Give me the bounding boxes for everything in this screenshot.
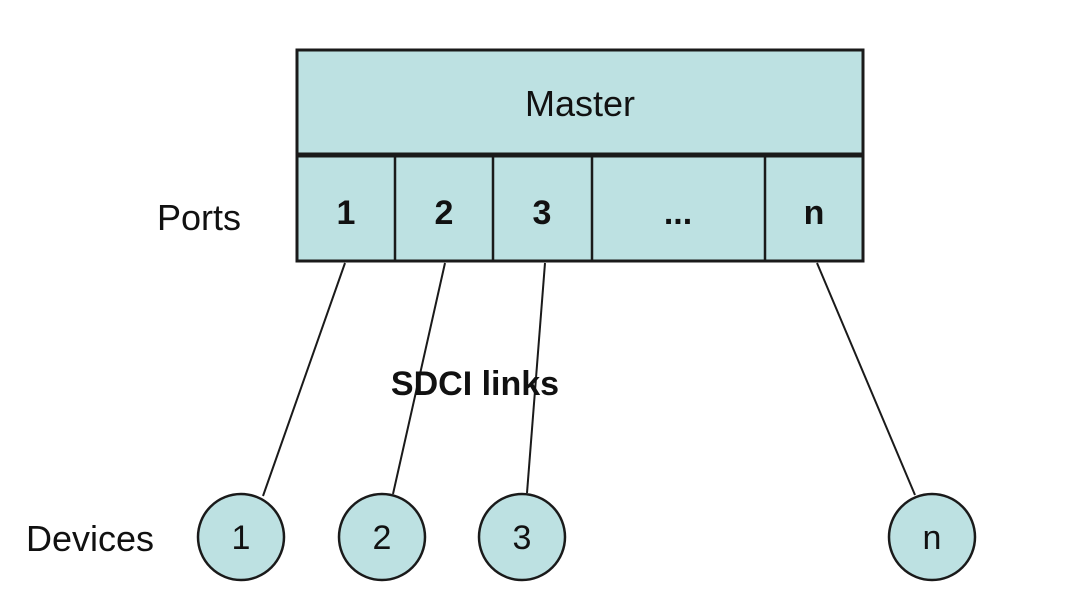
ports-row: 1 2 3 ... n [337,155,825,261]
device-2-label: 2 [373,519,392,557]
ports-side-label: Ports [157,197,241,238]
master-label: Master [525,83,635,124]
device-node: 3 [477,492,567,582]
sdci-links-label: SDCI links [391,365,559,403]
device-node: 1 [196,492,286,582]
port-3-label: 3 [533,194,552,232]
port-1-label: 1 [337,194,356,232]
devices-row: 1 2 3 n [196,492,977,582]
device-node: 2 [337,492,427,582]
device-n-label: n [923,519,942,557]
device-node: n [887,492,977,582]
device-1-label: 1 [232,519,251,557]
port-2-label: 2 [435,194,454,232]
link-line-n [816,262,916,496]
link-line-2 [392,262,446,495]
device-circle [196,492,286,582]
port-ellipsis-label: ... [664,194,692,232]
port-n-label: n [804,194,825,232]
link-line-1 [262,262,346,497]
master-block: Master [295,48,865,263]
sdci-links [262,262,916,497]
device-circle [887,492,977,582]
link-line-3 [526,262,546,494]
device-circle [337,492,427,582]
devices-side-label: Devices [26,518,154,559]
device-3-label: 3 [513,519,532,557]
device-circle [477,492,567,582]
